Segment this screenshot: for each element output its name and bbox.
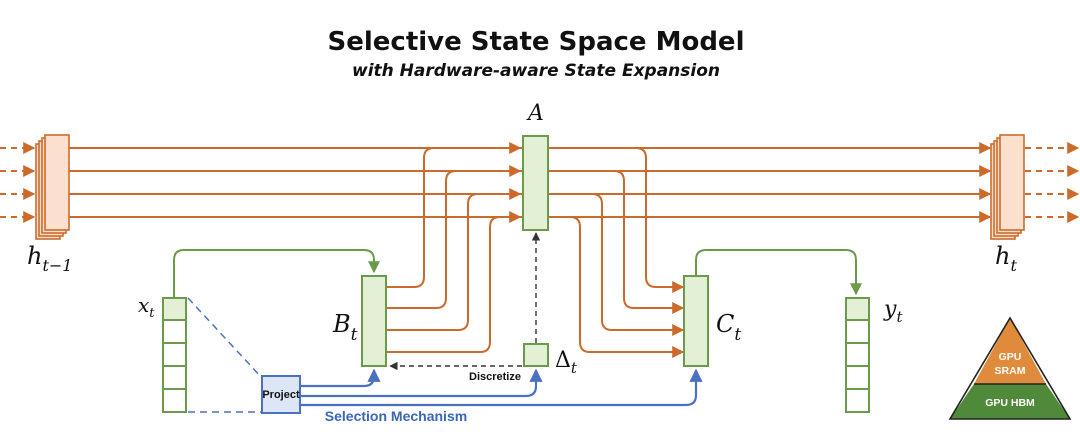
pyramid-top-line1: GPU	[999, 351, 1022, 363]
memory-hierarchy-pyramid: GPU SRAM GPU HBM	[948, 316, 1072, 420]
y-label: yt	[883, 297, 903, 326]
delta-label: Δt	[555, 348, 578, 377]
b-to-state-connectors	[386, 142, 522, 353]
x-label: xt	[138, 293, 155, 321]
x-to-project-dashes	[187, 297, 263, 413]
left-dashed-inputs	[0, 142, 36, 223]
pyramid-hbm-tier	[950, 384, 1070, 419]
x-to-b-arrow	[173, 249, 380, 298]
h-prev-label: ht−1	[27, 242, 72, 275]
diagram-title: Selective State Space Model	[328, 27, 745, 57]
y-output-vector	[845, 297, 870, 413]
b-matrix-block	[361, 275, 387, 367]
right-dashed-outputs	[1025, 142, 1080, 223]
h-label: ht	[995, 242, 1017, 275]
a-matrix-block	[522, 135, 549, 231]
project-box	[261, 375, 301, 414]
selection-arrows	[300, 368, 703, 407]
c-label: Ct	[716, 310, 741, 345]
a-label: A	[526, 101, 544, 126]
diagram-subtitle: with Hardware-aware State Expansion	[352, 61, 720, 81]
pyramid-sram-tier	[974, 318, 1046, 384]
state-to-c-connectors	[548, 147, 685, 358]
x-input-vector	[162, 297, 187, 413]
h-prev-state-stack	[35, 134, 70, 240]
project-label: Project	[262, 389, 300, 401]
h-state-stack	[990, 134, 1025, 240]
pyramid-top-line2: SRAM	[995, 365, 1026, 377]
discretize-label: Discretize	[469, 371, 521, 383]
b-label: Bt	[332, 310, 358, 345]
pyramid-bottom-label: GPU HBM	[985, 397, 1035, 409]
selection-mechanism-label: Selection Mechanism	[325, 408, 467, 424]
c-to-y-arrow	[695, 249, 862, 296]
delta-block	[523, 343, 549, 367]
c-matrix-block	[683, 275, 709, 367]
